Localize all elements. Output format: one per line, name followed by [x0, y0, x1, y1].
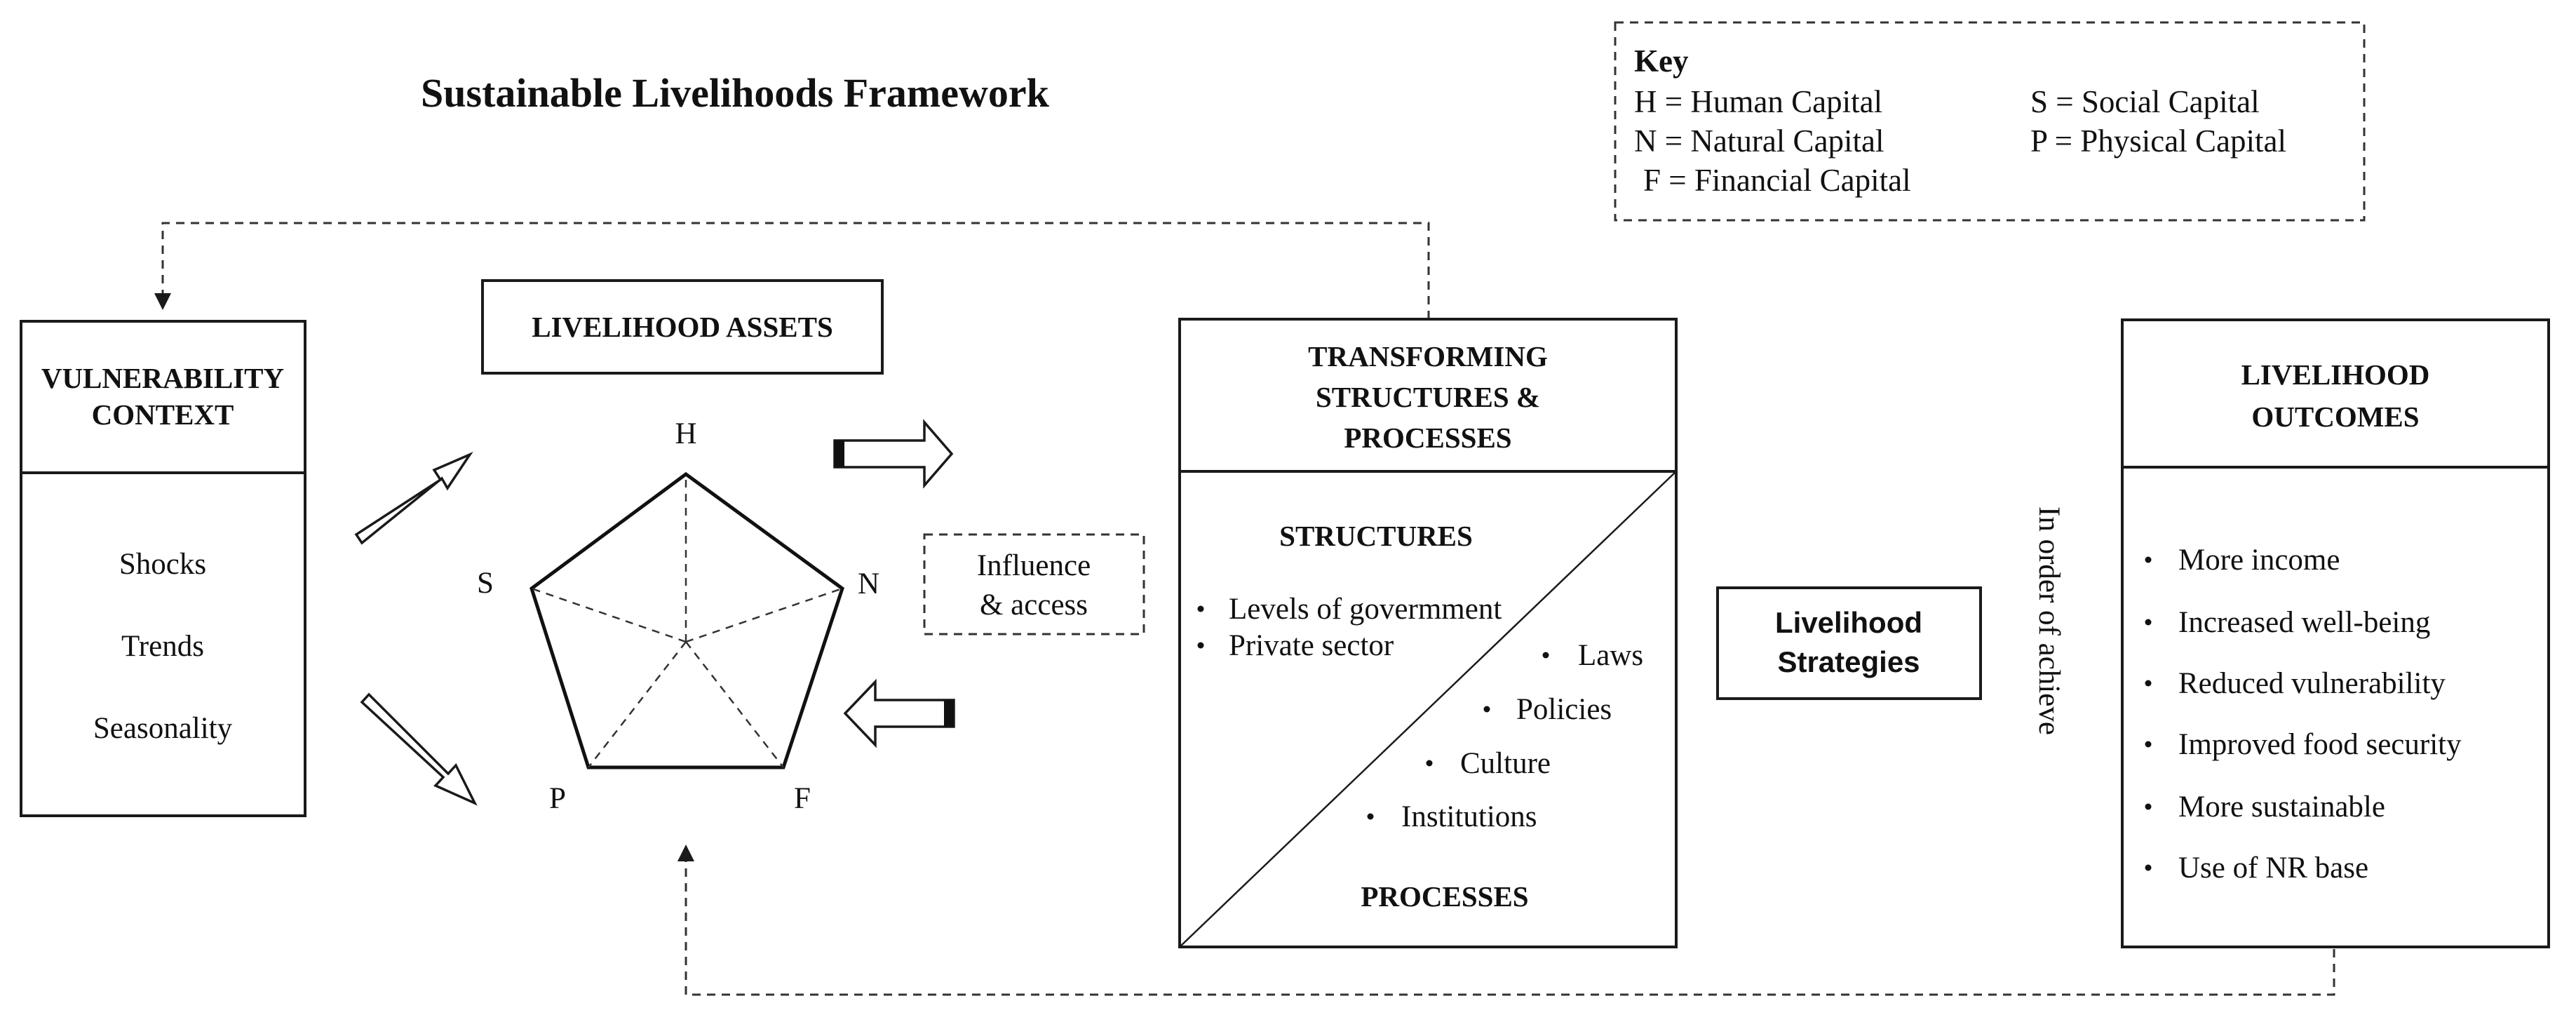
key-item-human: H = Human Capital — [1634, 84, 1882, 119]
assets-header-border — [481, 279, 884, 375]
transforming-title-line-1: TRANSFORMING — [1308, 340, 1548, 372]
pentagon-label-s: S — [477, 567, 494, 600]
key-box: Key H = Human Capital N = Natural Capita… — [1614, 21, 2366, 222]
bullet-institutions — [1367, 813, 1374, 820]
transforming-title-line-3: PROCESSES — [1344, 422, 1511, 454]
bottom-feedback-line — [685, 861, 2335, 996]
process-item-culture: Culture — [1460, 747, 1551, 780]
outcome-item-2: Increased well-being — [2178, 606, 2430, 639]
vertical-order-label: In order of achieve — [2032, 506, 2065, 735]
outcome-item-3: Reduced vulnerability — [2178, 667, 2446, 700]
pentagon-label-n: N — [858, 567, 879, 600]
block-arrow-left-body — [843, 678, 955, 748]
transforming-title-line-2: STRUCTURES & — [1316, 381, 1540, 413]
outcome-item-1: More income — [2178, 544, 2340, 577]
bullet-outcome-5 — [2145, 803, 2152, 810]
key-item-financial: F = Financial Capital — [1643, 163, 1911, 198]
spoke-f — [685, 641, 784, 768]
outcomes-title-line-2: OUTCOMES — [2251, 401, 2419, 433]
vulnerability-item-shocks: Shocks — [119, 548, 206, 581]
livelihood-outcomes-box: LIVELIHOOD OUTCOMES More income Increase… — [2121, 318, 2550, 948]
influence-line-2: & access — [980, 589, 1088, 621]
bullet-private — [1197, 642, 1204, 649]
bullet-laws — [1542, 652, 1549, 659]
key-border — [1614, 21, 2366, 222]
process-item-laws: Laws — [1578, 639, 1643, 672]
outcome-item-6: Use of NR base — [2178, 852, 2368, 885]
key-item-physical: P = Physical Capital — [2030, 123, 2286, 159]
outcome-item-4: Improved food security — [2178, 728, 2462, 761]
diagonal-arrow-down — [360, 692, 478, 806]
vulnerability-item-trends: Trends — [121, 630, 204, 663]
bottom-feedback-connector — [677, 845, 2335, 996]
spoke-n — [685, 587, 843, 643]
top-feedback-arrowhead — [154, 293, 171, 310]
assets-title: LIVELIHOOD ASSETS — [532, 311, 833, 343]
vulnerability-context-box: VULNERABILITY CONTEXT Shocks Trends Seas… — [20, 320, 306, 817]
bullet-outcome-2 — [2145, 619, 2152, 626]
key-item-social: S = Social Capital — [2030, 84, 2260, 119]
influence-access-box: Influence & access — [923, 533, 1145, 636]
outcomes-title-line-1: LIVELIHOOD — [2241, 358, 2430, 391]
outcomes-border — [2121, 318, 2550, 948]
vulnerability-title-line-2: CONTEXT — [92, 398, 234, 431]
influence-border — [923, 533, 1145, 636]
outcome-item-5: More sustainable — [2178, 791, 2385, 823]
livelihood-assets-header: LIVELIHOOD ASSETS — [481, 279, 884, 375]
spoke-p — [588, 641, 687, 768]
bullet-policies — [1483, 706, 1490, 713]
vulnerability-title-line-1: VULNERABILITY — [41, 362, 284, 394]
vulnerability-item-seasonality: Seasonality — [93, 712, 233, 745]
process-item-institutions: Institutions — [1401, 800, 1537, 833]
pentagon-outline — [530, 471, 844, 769]
top-feedback-line — [161, 222, 1430, 319]
bullet-culture — [1426, 760, 1433, 767]
bullet-outcome-6 — [2145, 864, 2152, 871]
influence-line-1: Influence — [977, 549, 1091, 582]
bullet-levels — [1197, 605, 1204, 612]
asset-pentagon: H N F P S — [477, 417, 879, 815]
structures-item-private: Private sector — [1229, 629, 1394, 662]
strategies-border — [1716, 586, 1982, 700]
spoke-s — [531, 587, 687, 643]
key-heading: Key — [1634, 43, 1689, 79]
strategies-line-2: Strategies — [1777, 645, 1920, 678]
livelihood-strategies-box: Livelihood Strategies — [1716, 586, 1982, 700]
block-arrow-left-tail — [944, 700, 954, 727]
strategies-line-1: Livelihood — [1775, 606, 1922, 639]
top-feedback-connector — [154, 222, 1430, 319]
diagonal-arrow-up — [354, 452, 473, 545]
block-arrow-left — [843, 678, 955, 748]
structures-label: STRUCTURES — [1279, 520, 1473, 552]
block-arrow-right-tail — [835, 441, 844, 467]
bullet-outcome-3 — [2145, 680, 2152, 687]
vulnerability-border — [20, 320, 306, 817]
pentagon-label-h: H — [675, 417, 696, 450]
transforming-border — [1178, 318, 1678, 948]
block-arrow-right — [833, 419, 954, 489]
transforming-diagonal — [1179, 471, 1677, 948]
structures-item-levels: Levels of govermment — [1229, 593, 1502, 626]
process-item-policies: Policies — [1516, 693, 1612, 726]
key-item-natural: N = Natural Capital — [1634, 123, 1884, 159]
processes-label: PROCESSES — [1361, 880, 1528, 913]
bullet-outcome-1 — [2145, 556, 2152, 563]
block-arrow-right-body — [833, 419, 954, 489]
bottom-feedback-arrowhead — [677, 845, 694, 861]
transforming-structures-box: TRANSFORMING STRUCTURES & PROCESSES STRU… — [1178, 318, 1678, 948]
pentagon-label-f: F — [794, 782, 811, 815]
pentagon-label-p: P — [549, 782, 566, 815]
bullet-outcome-4 — [2145, 741, 2152, 748]
diagram-title: Sustainable Livelihoods Framework — [421, 70, 1050, 116]
